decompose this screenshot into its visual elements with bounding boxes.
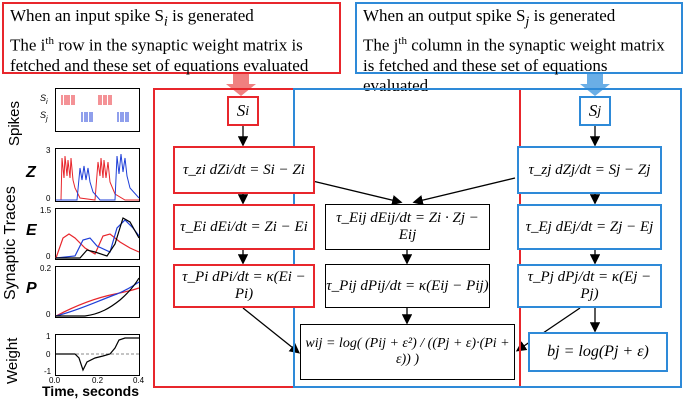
p-tick-0: 0 — [46, 310, 51, 319]
e-tick-0: 0 — [46, 252, 51, 261]
zj-trace — [56, 153, 140, 201]
eq-ej: τ_Ej dEj/dt = Zj − Ej — [517, 204, 662, 250]
weight-trace — [56, 337, 139, 372]
pij-trace — [56, 277, 140, 317]
weight-label: Weight — [4, 337, 21, 384]
eq-zj: τ_zj dZj/dt = Sj − Zj — [517, 146, 662, 194]
e-trace-plot — [55, 208, 140, 260]
x-tick-0.4: 0.4 — [133, 376, 145, 385]
arrow-zi-eij — [299, 177, 403, 206]
output-fat-arrow — [580, 74, 610, 96]
ej-trace — [55, 219, 140, 259]
e-label: E — [26, 222, 37, 239]
sj-raster-label: Sj — [40, 110, 48, 123]
synaptic-traces-label: Synaptic Traces — [2, 186, 19, 300]
w-tick-0: 0 — [46, 350, 51, 359]
p-tick-0.2: 0.2 — [40, 264, 52, 273]
x-tick-0.2: 0.2 — [92, 376, 104, 385]
eij-trace — [56, 217, 140, 259]
ei-trace — [55, 233, 140, 259]
x-tick-0: 0.0 — [49, 376, 61, 385]
x-axis-label: Time, seconds — [42, 383, 140, 399]
p-label: P — [26, 280, 37, 297]
arrow-pi-wij — [242, 307, 301, 354]
eq-pj: τ_Pj dPj/dt = κ(Ej − Pj) — [517, 264, 662, 308]
sj-spikes — [81, 112, 129, 122]
input-fat-arrow — [226, 74, 256, 96]
spikes-label: Spikes — [6, 100, 23, 146]
si-raster-label: Si — [40, 93, 48, 106]
w-tick-1: 1 — [46, 332, 51, 341]
e-tick-1.5: 1.5 — [40, 206, 52, 215]
arrow-zj-eij — [412, 177, 516, 206]
eq-ei: τ_Ei dEi/dt = Zi − Ei — [173, 204, 315, 250]
input-spike-note: When an input spike Si is generated The … — [2, 2, 341, 75]
output-spike-note: When an output spike Sj is generated The… — [355, 2, 683, 95]
p-trace-plot — [55, 266, 140, 318]
si-spikes — [61, 95, 112, 105]
eq-eij: τ_Eij dEij/dt = Zi · Zj − Eij — [325, 204, 490, 250]
eq-pij: τ_Pij dPij/dt = κ(Eij − Pij) — [325, 264, 490, 308]
eq-pi: τ_Pi dPi/dt = κ(Ei − Pi) — [173, 264, 315, 308]
pi-trace — [55, 287, 140, 317]
zi-trace — [56, 155, 139, 201]
eq-bj: bj = log(Pj + ε) — [528, 332, 668, 372]
z-tick-0: 0 — [46, 194, 51, 203]
w-tick-neg1: -1 — [44, 367, 52, 376]
z-label: Z — [26, 164, 36, 181]
spike-raster-plot: Si — [55, 88, 140, 132]
eq-wij: wij = log( (Pij + ε²) / ((Pj + ε)·(Pi + … — [300, 324, 515, 380]
z-trace-plot — [55, 148, 140, 202]
eq-zi: τ_zi dZi/dt = Si − Zi — [173, 146, 315, 194]
weight-plot — [55, 334, 140, 376]
z-tick-3: 3 — [46, 146, 51, 155]
